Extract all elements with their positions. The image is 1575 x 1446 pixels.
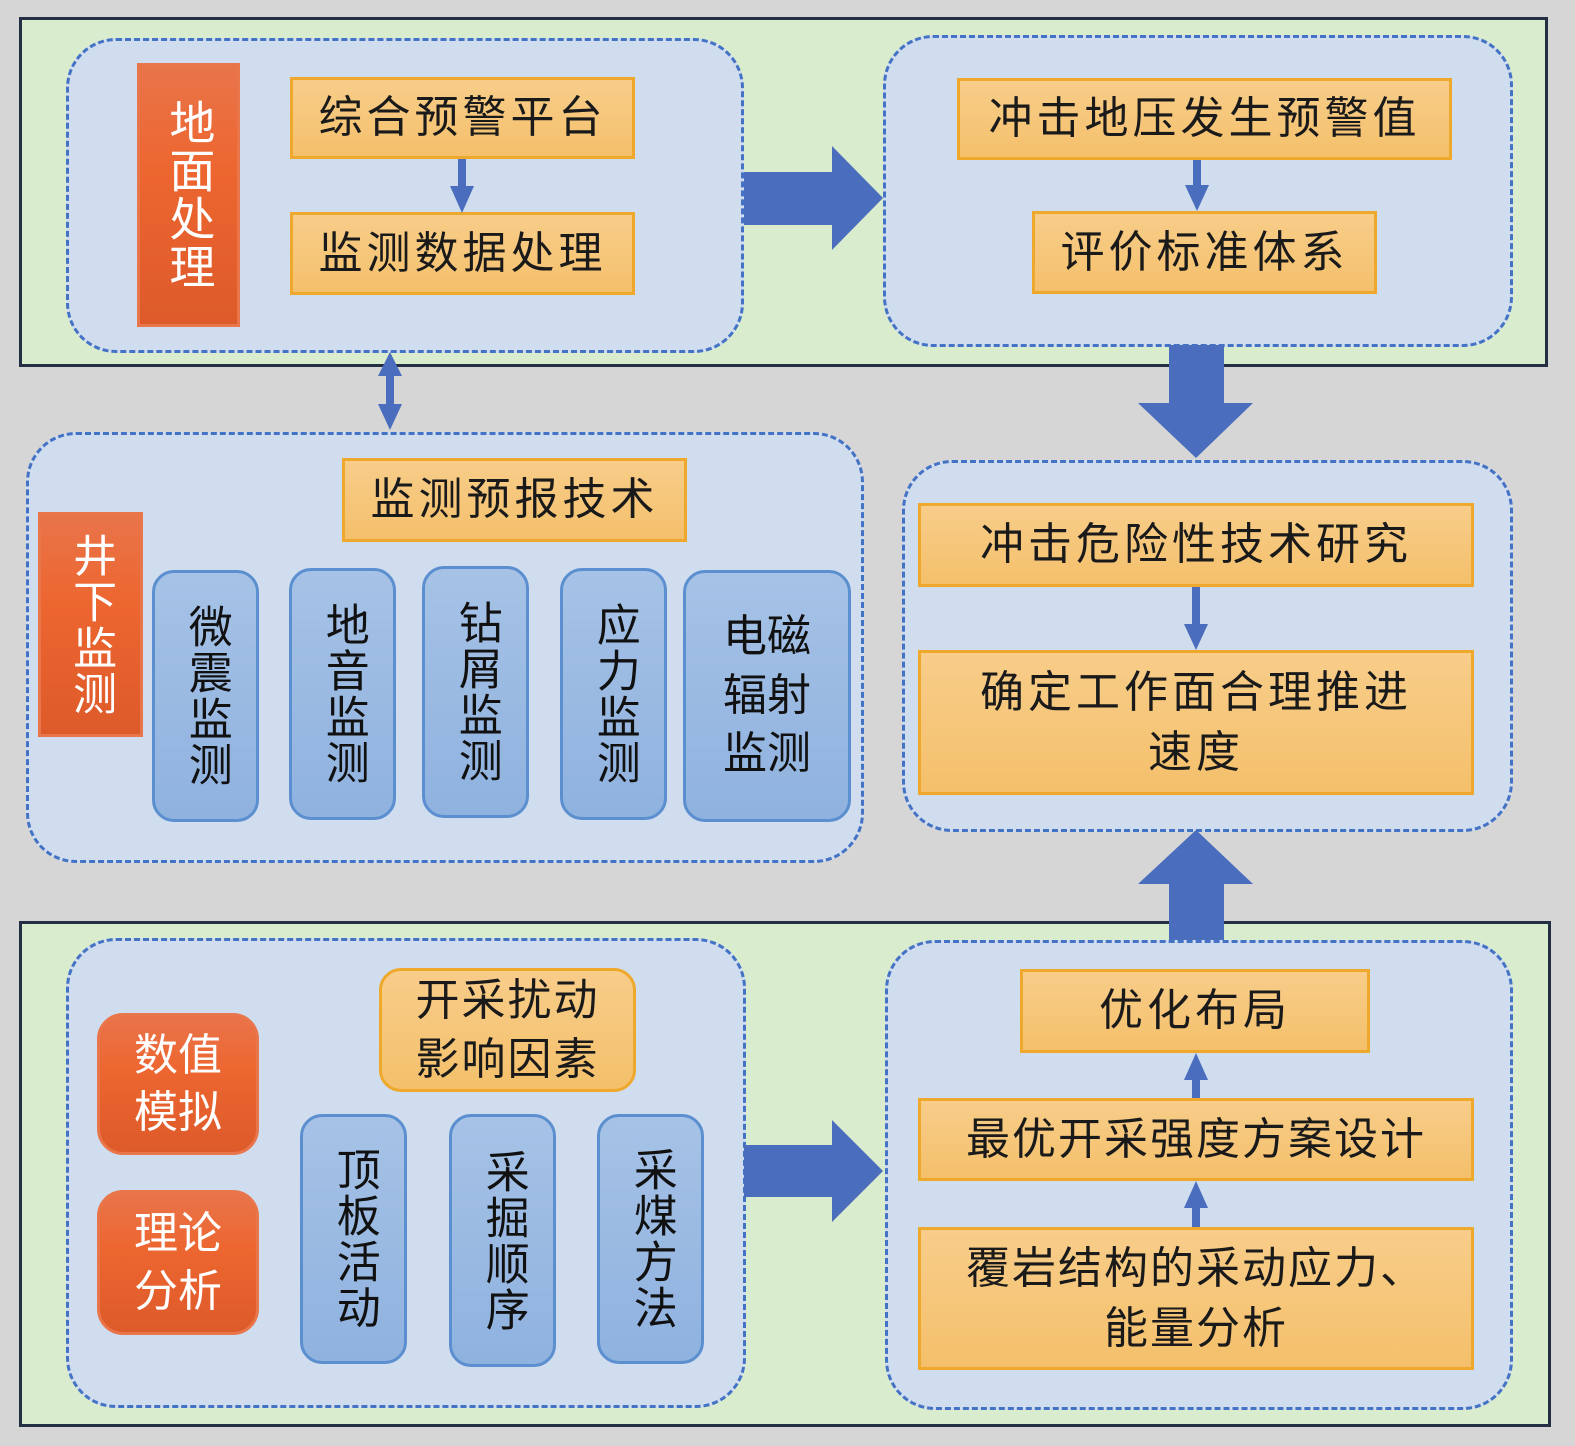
- advance-speed-label: 确定工作面合理推进速度: [980, 667, 1412, 778]
- coal-mining-method-box: 采煤方法: [597, 1114, 704, 1364]
- stress-monitoring-box: 应力监测: [560, 568, 667, 820]
- roof-activity-box: 顶板活动: [300, 1114, 407, 1364]
- optimized-layout-box: 优化布局: [1020, 969, 1370, 1053]
- advance-speed-box: 确定工作面合理推进速度: [918, 650, 1474, 795]
- rockburst-warning-value-box: 冲击地压发生预警值: [957, 78, 1452, 160]
- acoustic-monitoring-box: 地音监测: [289, 568, 396, 820]
- electromagnetic-radiation-label: 电磁辐射监测: [723, 611, 811, 780]
- mining-disturbance-factors-box: 开采扰动影响因素: [379, 968, 636, 1092]
- integrated-warning-platform-box: 综合预警平台: [290, 77, 635, 159]
- arrow-research-to-speed: [1184, 587, 1208, 650]
- optimal-mining-intensity-box: 最优开采强度方案设计: [918, 1098, 1474, 1181]
- mining-sequence-box: 采掘顺序: [449, 1114, 556, 1367]
- theoretical-analysis-box: 理论分析: [97, 1190, 259, 1335]
- block-arrow-analysis-to-design: [744, 1120, 883, 1222]
- numerical-simulation-label: 数值模拟: [134, 1029, 222, 1138]
- monitoring-data-processing-box: 监测数据处理: [290, 212, 635, 295]
- electromagnetic-radiation-monitoring-box: 电磁辐射监测: [683, 570, 851, 822]
- surface-processing-label: 地面处理: [137, 63, 240, 327]
- arrow-intensity-to-layout: [1184, 1053, 1208, 1098]
- underground-monitoring-label: 井下监测: [38, 512, 143, 737]
- mining-disturbance-factors-label: 开采扰动影响因素: [415, 974, 600, 1085]
- monitoring-forecast-technology-box: 监测预报技术: [342, 458, 687, 542]
- evaluation-standard-system-box: 评价标准体系: [1032, 211, 1377, 294]
- overburden-stress-energy-box: 覆岩结构的采动应力、能量分析: [918, 1227, 1474, 1370]
- arrow-bidirectional-surface-underground: [378, 352, 402, 430]
- block-arrow-design-to-risk: [1138, 830, 1253, 940]
- theoretical-analysis-label: 理论分析: [134, 1208, 222, 1317]
- block-arrow-surface-to-warning: [744, 146, 883, 250]
- drill-cuttings-monitoring-box: 钻屑监测: [422, 566, 529, 818]
- rockburst-risk-research-box: 冲击危险性技术研究: [918, 503, 1474, 587]
- arrow-energy-to-intensity: [1184, 1181, 1208, 1227]
- arrow-platform-to-data-processing: [450, 159, 474, 213]
- block-arrow-warning-to-risk: [1138, 345, 1253, 458]
- overburden-stress-energy-label: 覆岩结构的采动应力、能量分析: [966, 1243, 1426, 1354]
- arrow-warning-to-standard: [1185, 160, 1209, 211]
- microseismic-monitoring-box: 微震监测: [152, 570, 259, 822]
- numerical-simulation-box: 数值模拟: [97, 1013, 259, 1155]
